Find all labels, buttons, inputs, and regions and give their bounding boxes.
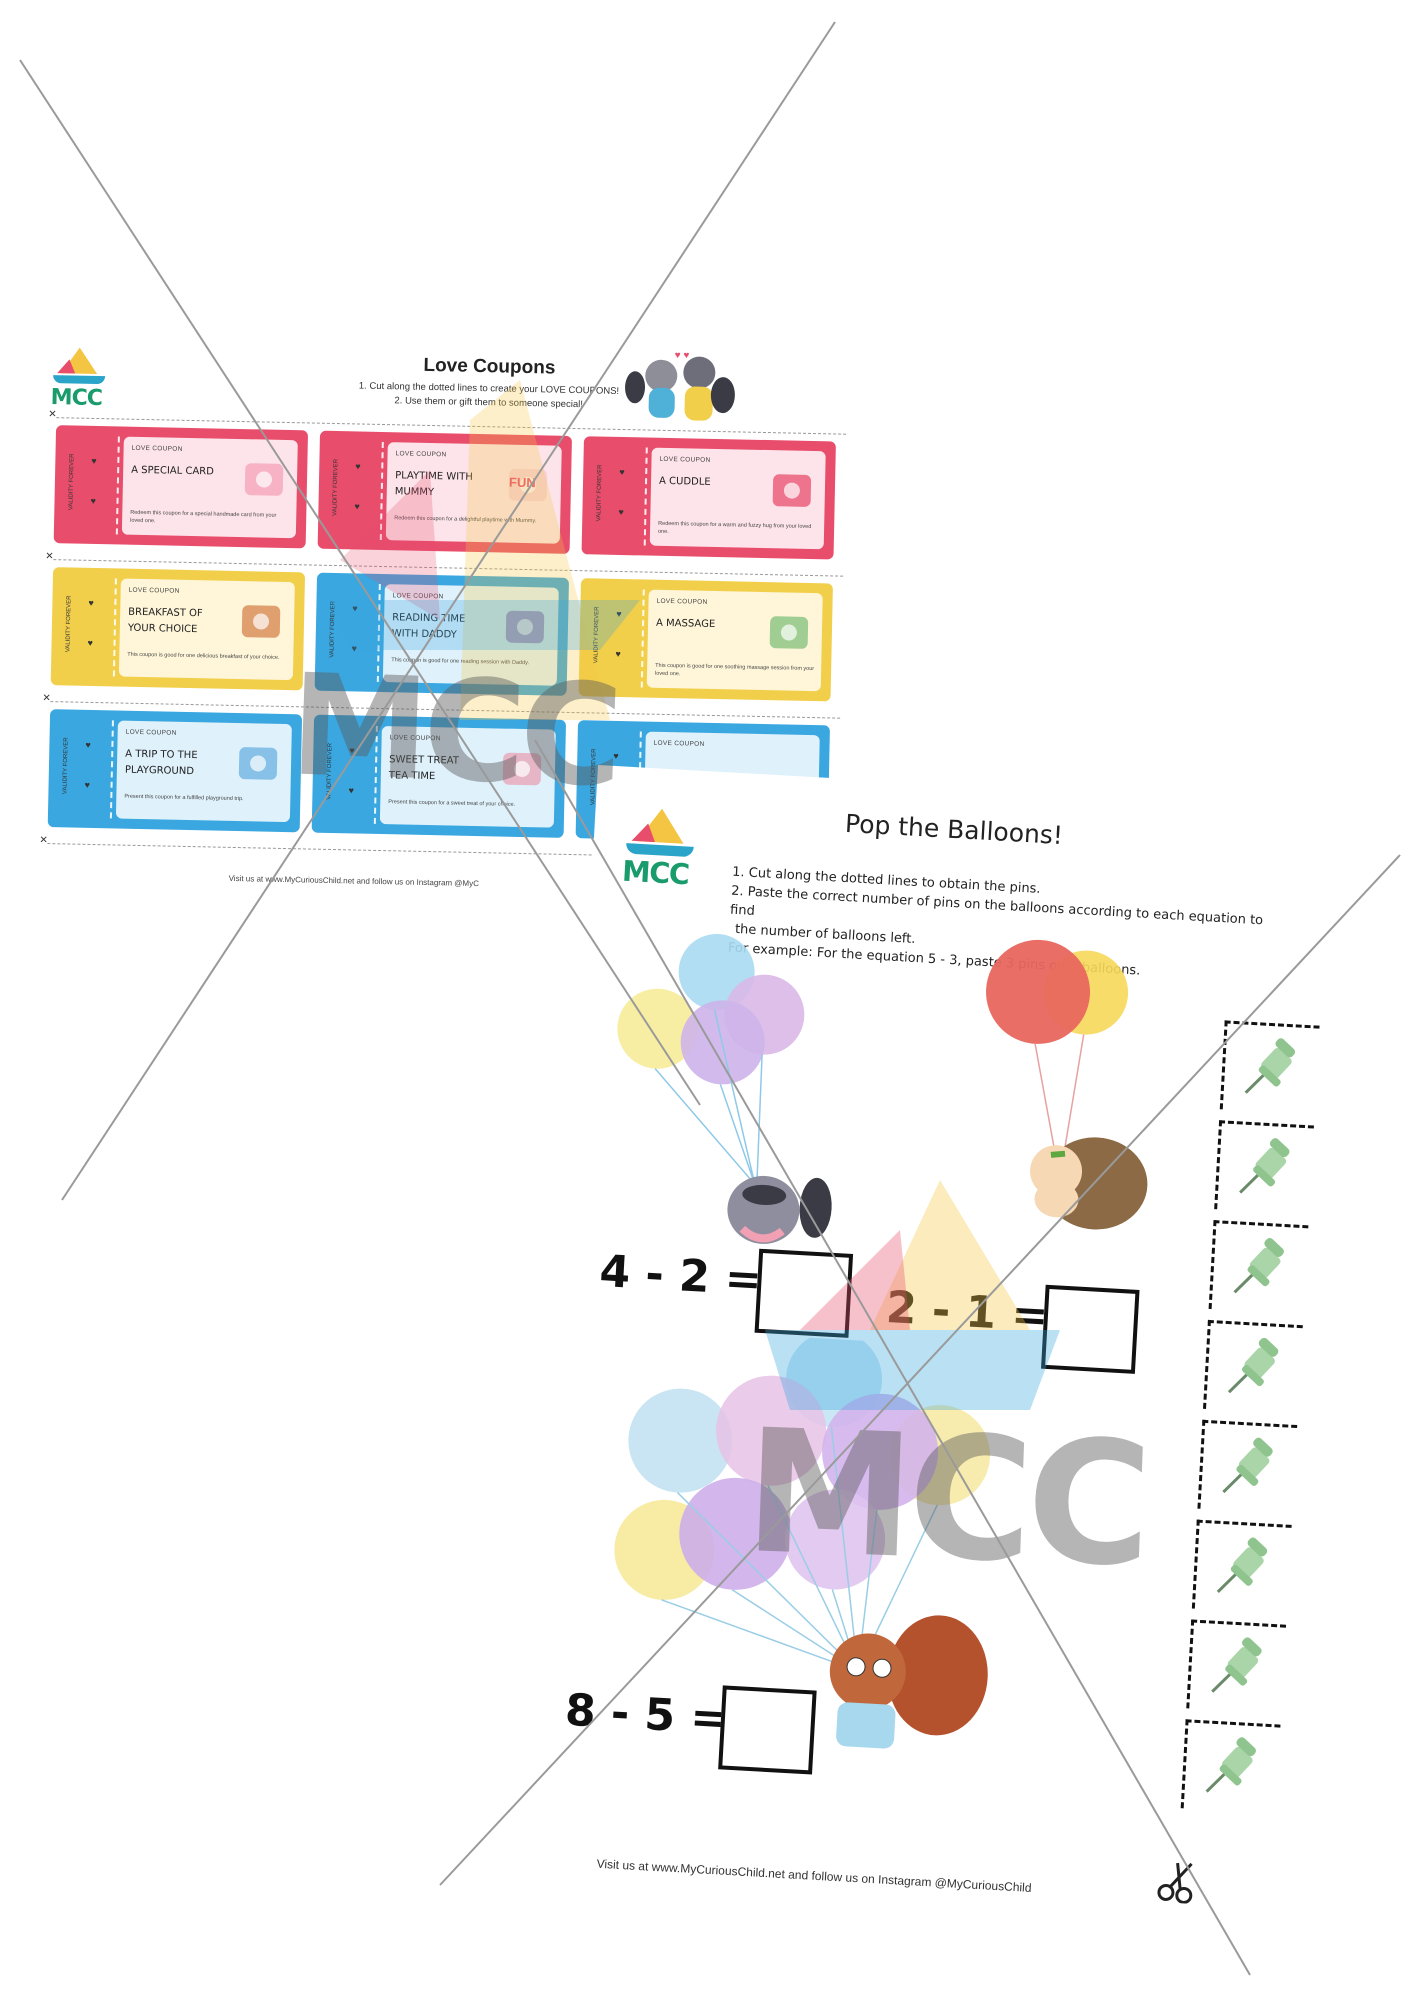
- watermark-text: MCC: [741, 1393, 1150, 1605]
- watermark-text: MCC: [287, 644, 620, 819]
